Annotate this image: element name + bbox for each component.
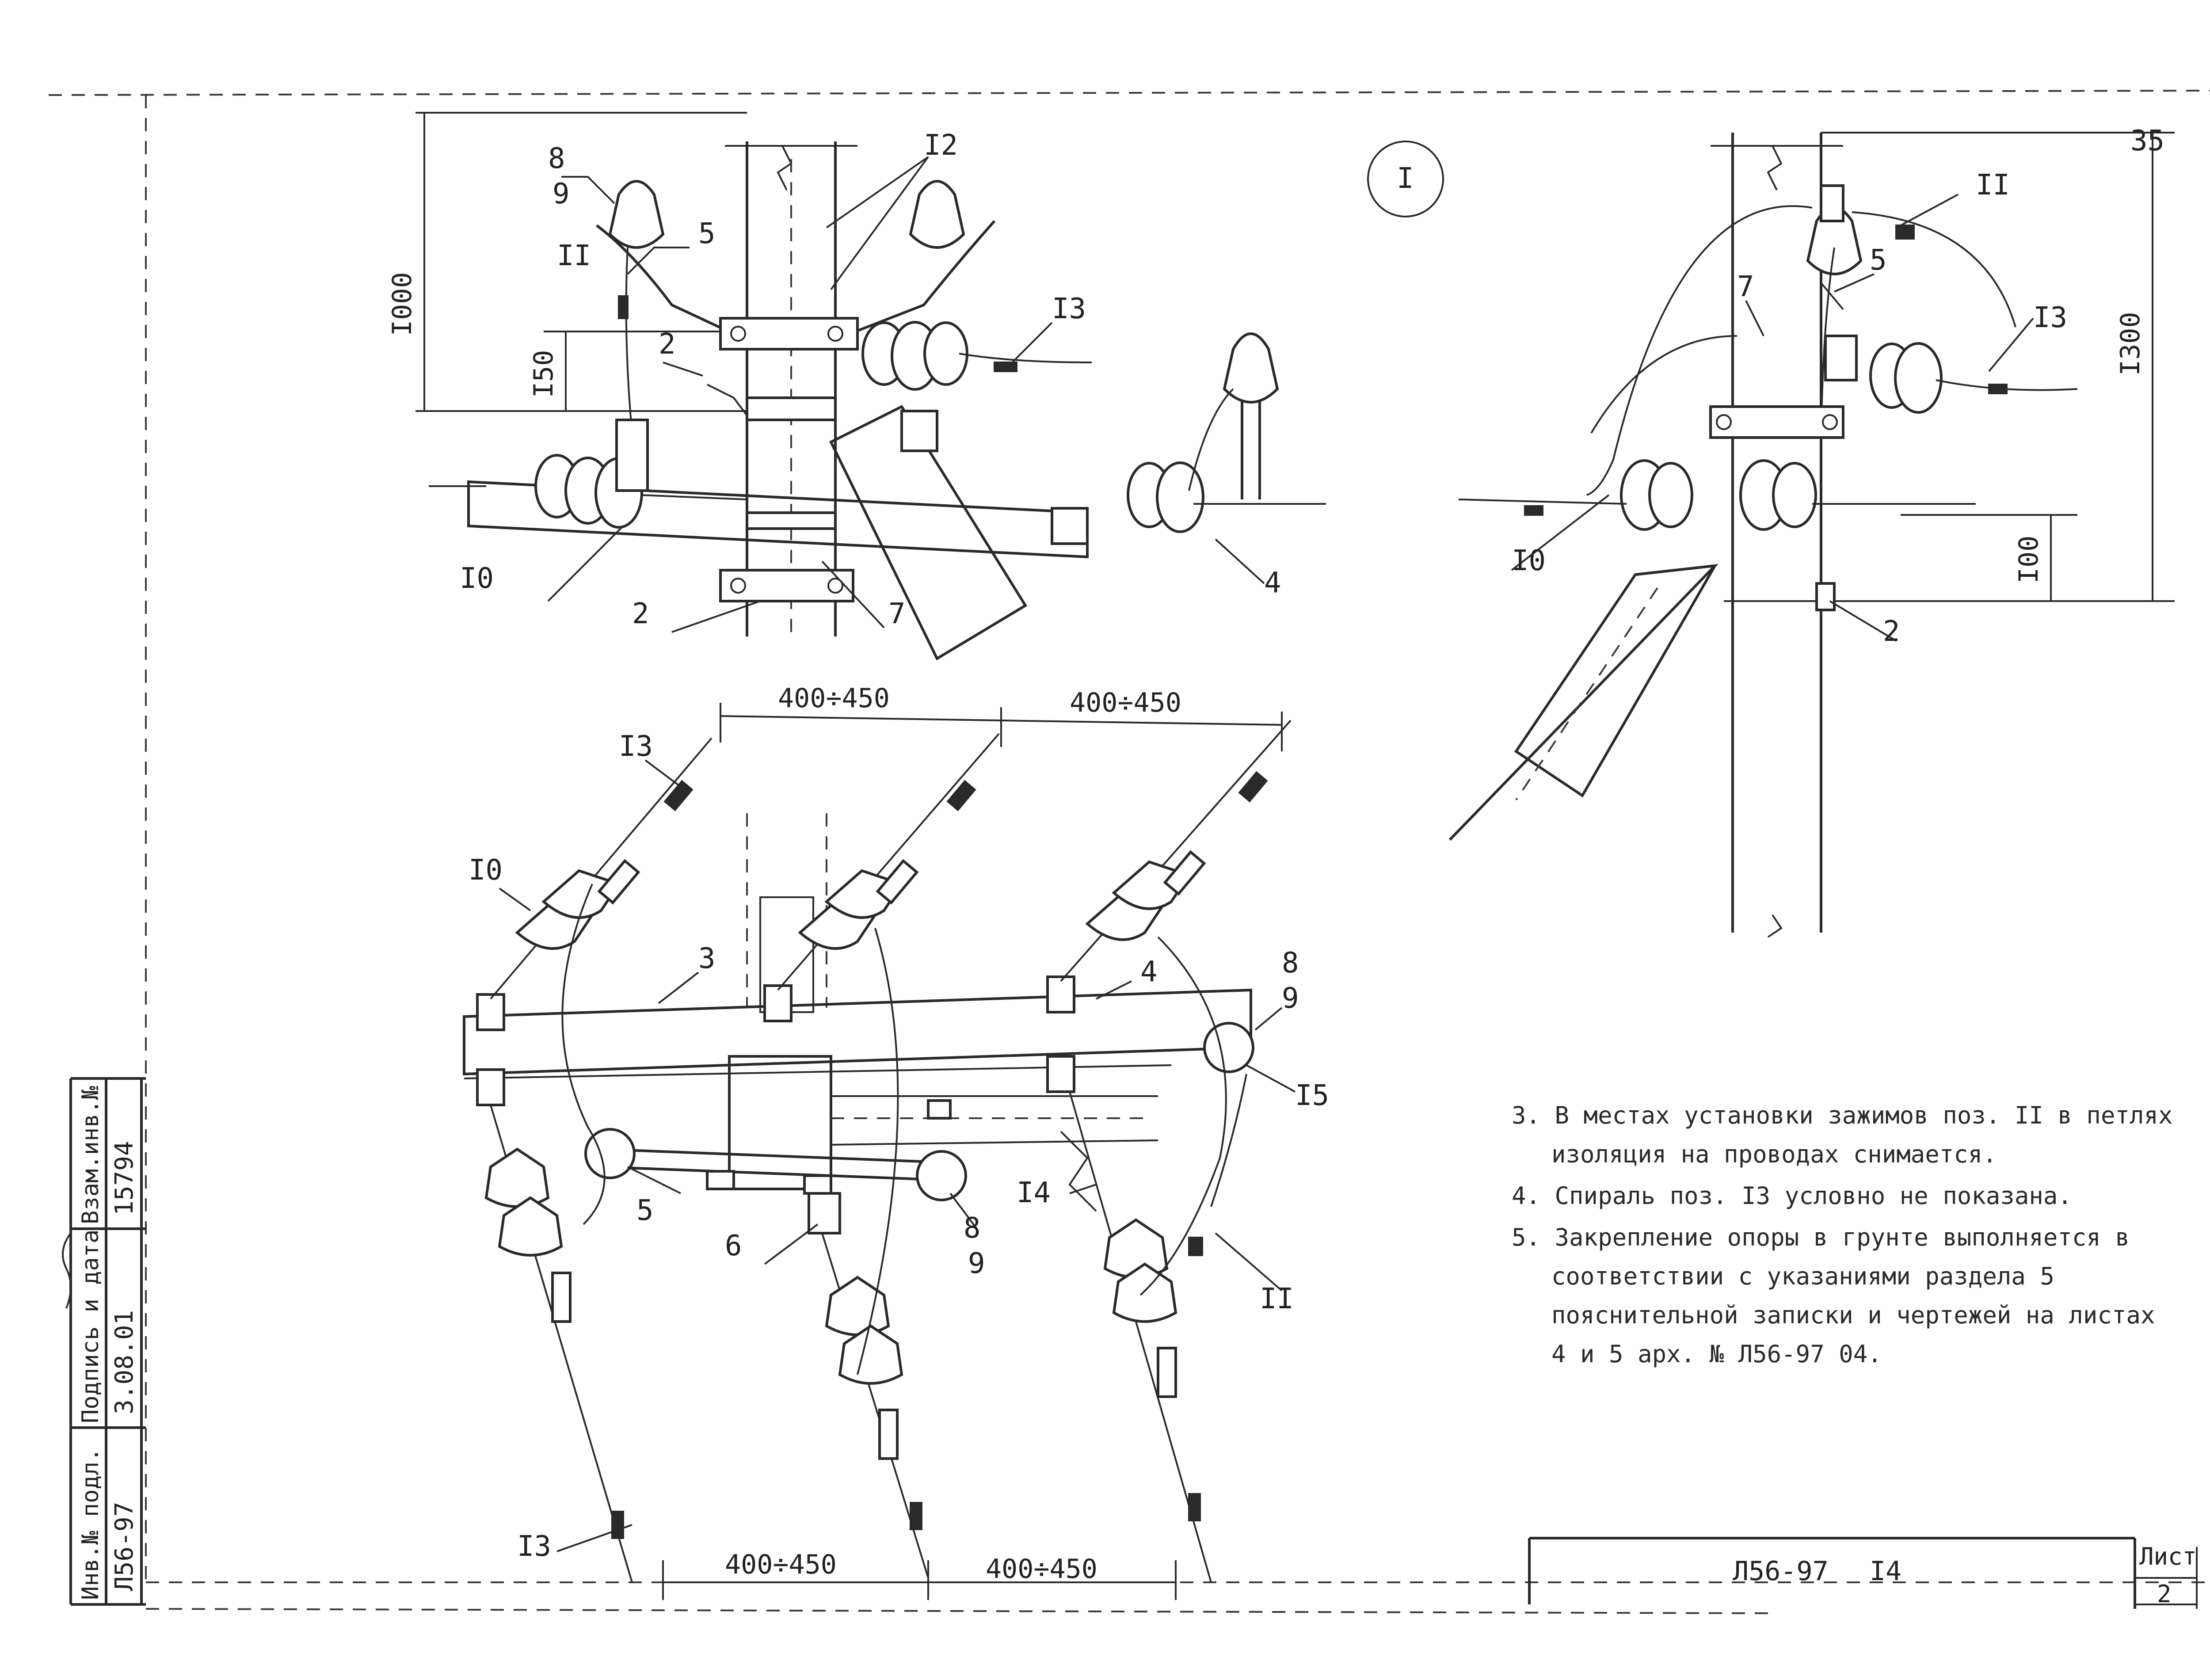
detail-circle-label: I [1397,162,1414,195]
pos-9-label: 9 [552,178,570,210]
stamp-date-value: 3.08.01 [110,1310,139,1414]
top-right-detail: II 5 7 I3 I0 2 I300 I00 35 [1448,125,2175,938]
pos-5b-label: 5 [1870,244,1887,277]
dim-150: I50 [528,350,559,398]
pos-10-label: I0 [460,562,494,595]
lower-strings [484,1091,1212,1583]
stamp-inv-value: Л56-97 [110,1502,139,1591]
note-5: 5. Закрепление опоры в грунте выполняетс… [1512,1223,2155,1368]
dim-1000: I000 [387,272,418,336]
detail-marker: I [1367,141,1444,217]
pos-10b-label: I0 [1512,545,1546,577]
pos-5-label: 5 [698,217,716,250]
sheet-frame [48,90,2210,1614]
pos-14-label: I4 [1017,1177,1051,1209]
dim-span-top-left: 400÷450 [778,683,890,714]
pos-13-label: I3 [1052,293,1086,325]
title-code: Л56-97 [1733,1556,1829,1587]
pos-4-label: 4 [1264,567,1281,599]
title-sheet-id: I4 [1870,1556,1902,1587]
pos-13b-label: I3 [2033,301,2067,334]
pos-13c-label: I3 [619,730,653,763]
handwritten-signature [62,1232,72,1309]
pos-8b-label: 8 [1282,947,1299,979]
side-stamp: Взам.инв.№ Подпись и дата Инв.№ подл. 15… [62,1077,146,1606]
stamp-sign-label: Подпись и дата [77,1230,104,1423]
pos-13d-label: I3 [517,1530,551,1563]
plan-view-detail: 400÷450 400÷450 [463,683,1329,1600]
dim-1300: I300 [2115,312,2146,376]
pos-8-label: 8 [548,142,565,175]
dim-span-bottom-left: 400÷450 [725,1549,837,1580]
pos-4b-label: 4 [1140,956,1158,988]
upper-strings [490,720,1292,1000]
pos-15-label: I5 [1295,1079,1329,1112]
pos-2c-label: 2 [1883,615,1900,648]
stamp-replace-label: Взам.инв.№ [77,1086,104,1224]
pos-3-label: 3 [698,942,716,975]
pos-6-label: 6 [725,1230,742,1262]
notes-block: 3. В местах установки зажимов поз. II в … [1512,1096,2175,1376]
title-block [1528,1537,2198,1609]
stamp-inv-label: Инв.№ подл. [77,1448,104,1600]
pos-12-label: I2 [924,129,958,162]
pos-10c-label: I0 [469,854,503,887]
pos-11-label: II [557,240,591,272]
sheet-corner-number: 35 [2130,125,2164,157]
note-3: 3. В местах установки зажимов поз. II в … [1512,1101,2173,1168]
pos-8c-label: 8 [964,1212,981,1245]
note-4: 4. Спираль поз. I3 условно не показана. [1512,1182,2072,1210]
pos-7b-label: 7 [1737,270,1754,303]
title-sheet-number: 2 [2157,1580,2172,1608]
dim-span-bottom-right: 400÷450 [986,1554,1097,1585]
pos-7-label: 7 [888,598,906,630]
dim-100: I00 [2013,536,2044,583]
pos-9b-label: 9 [1282,982,1299,1015]
pos-2-label: 2 [659,328,676,361]
dim-span-top-right: 400÷450 [1070,687,1181,718]
pos-11b-label: II [1976,169,2010,202]
pos-11c-label: II [1260,1283,1294,1315]
stamp-replace-value: 15794 [110,1141,139,1215]
pos-5c-label: 5 [636,1194,654,1227]
title-sheet-label: Лист [2139,1543,2197,1570]
top-left-detail: 8 9 II 5 I2 I3 2 I0 2 7 4 I000 I50 [387,112,1326,661]
pos-2b-label: 2 [632,598,649,630]
pos-9c-label: 9 [968,1247,985,1280]
